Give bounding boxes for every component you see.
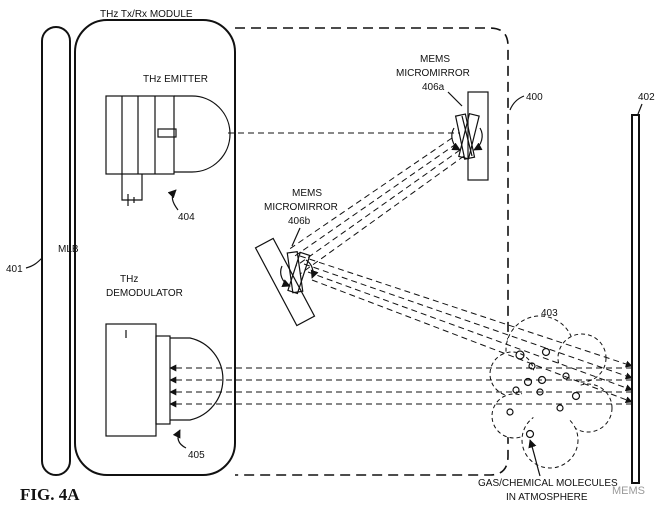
return-beams [169,364,632,408]
demodulator-title-line2: DEMODULATOR [106,288,183,299]
leader-405 [172,429,187,449]
leader-401 [25,257,43,269]
mirror-a-ref: 406a [422,82,445,93]
emitter-title: THz EMITTER [143,74,208,85]
thz-module-box [74,19,236,476]
ref-401: 401 [6,264,23,275]
mirror-a-title-line2: MICROMIRROR [396,68,470,79]
gas-label-line2: IN ATMOSPHERE [506,492,588,503]
outgoing-beams [299,255,633,404]
thz-demodulator [105,323,224,437]
watermark: MEMS [612,485,645,497]
leader-406a [447,91,463,107]
package-400-outline [235,27,509,476]
mems-micromirror-406b [254,237,319,327]
mirror-b-title-line1: MEMS [292,188,322,199]
thz-emitter [105,95,231,206]
mlb-label: MLB [58,244,79,255]
demodulator-title-line1: THz [120,274,138,285]
mirror-a-title-line1: MEMS [420,54,450,65]
ref-402: 402 [638,92,655,103]
ref-400: 400 [526,92,543,103]
mirror-b-title-line2: MICROMIRROR [264,202,338,213]
leader-gas [528,439,541,477]
mirror-b-ref: 406b [288,216,311,227]
ref-403: 403 [541,308,558,319]
leader-400 [509,95,525,111]
figure-caption: FIG. 4A [20,485,80,504]
mlb-board [41,26,71,476]
gas-label-line1: GAS/CHEMICAL MOLECULES [478,478,618,489]
module-title: THz Tx/Rx MODULE [100,9,193,20]
leader-402 [637,103,643,115]
leader-404 [167,189,179,211]
mems-micromirror-406a [451,91,489,181]
ref-404: 404 [178,212,195,223]
gas-cloud-403 [489,315,613,469]
leader-406b [291,227,301,247]
mirror-to-mirror-beams [287,137,465,275]
ref-405: 405 [188,450,205,461]
target-screen-402 [631,114,640,484]
